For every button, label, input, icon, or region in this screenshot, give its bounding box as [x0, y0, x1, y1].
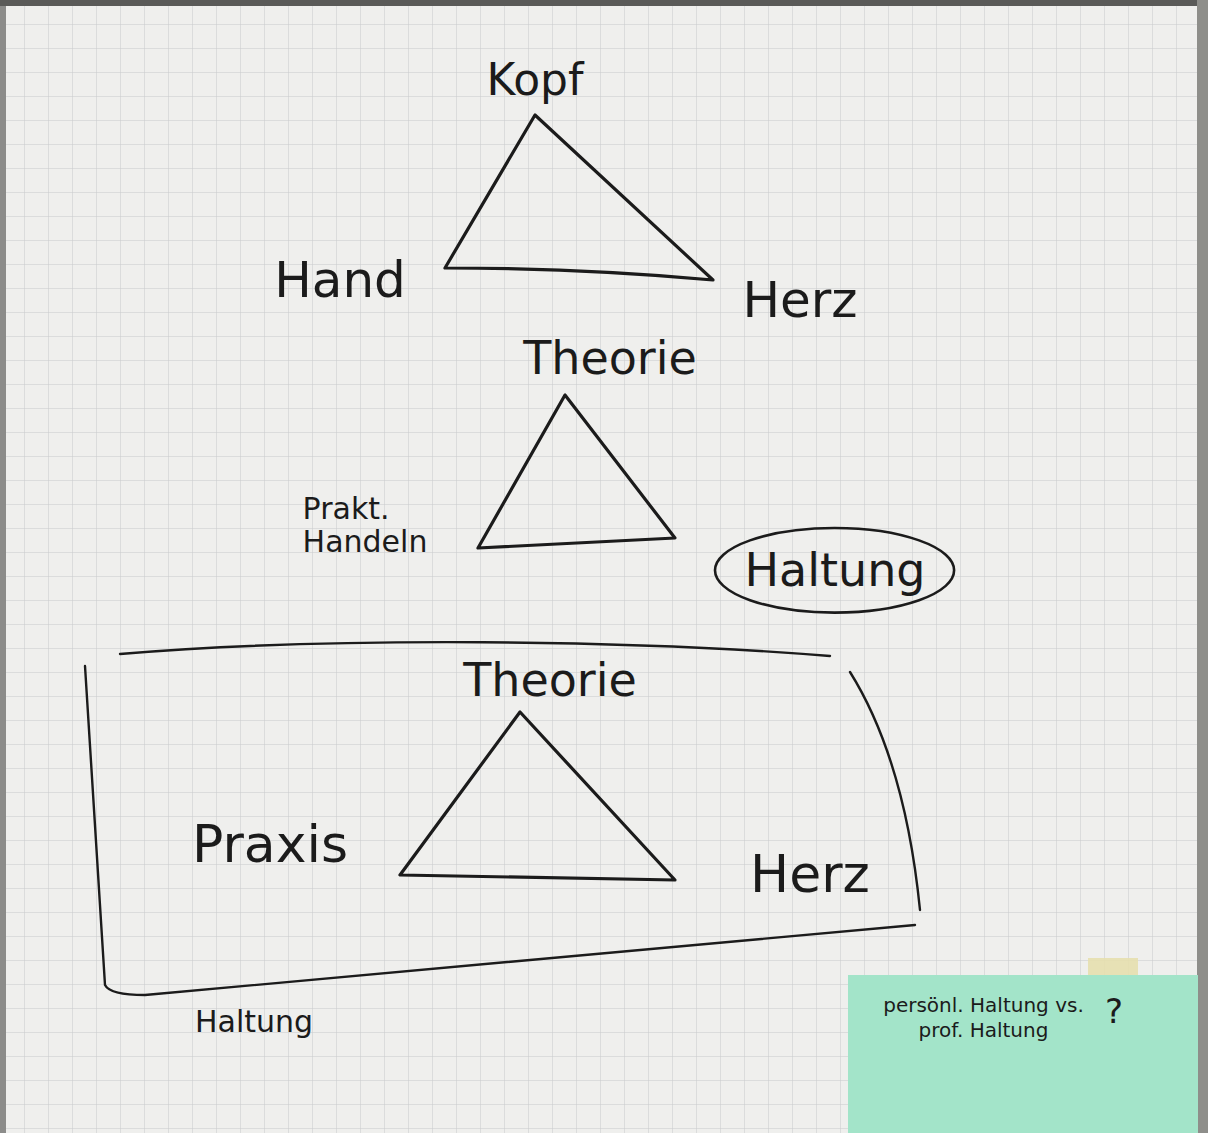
triangle [400, 712, 675, 880]
paper-edge [0, 0, 1208, 6]
sticky-note: persönl. Haltung vs. prof. Haltung? [848, 975, 1198, 1133]
corner-label: Praxis [192, 816, 348, 873]
corner-label: Prakt. Handeln [303, 492, 428, 558]
term-label: Haltung [195, 1005, 313, 1038]
paper-edge [0, 0, 6, 1133]
note-mark: ? [1105, 993, 1123, 1030]
term-label: Haltung [744, 545, 925, 596]
wall-strip [1197, 0, 1208, 1133]
corner-label: Herz [750, 846, 870, 903]
triangle [445, 115, 713, 280]
corner-label: Theorie [463, 655, 637, 706]
triangle [478, 395, 675, 548]
note-text: persönl. Haltung vs. prof. Haltung [876, 993, 1091, 1043]
corner-label: Hand [274, 253, 406, 308]
corner-label: Herz [742, 273, 857, 328]
circled-term: Haltung [712, 525, 957, 616]
corner-label: Kopf [486, 56, 583, 104]
corner-label: Theorie [523, 333, 697, 384]
